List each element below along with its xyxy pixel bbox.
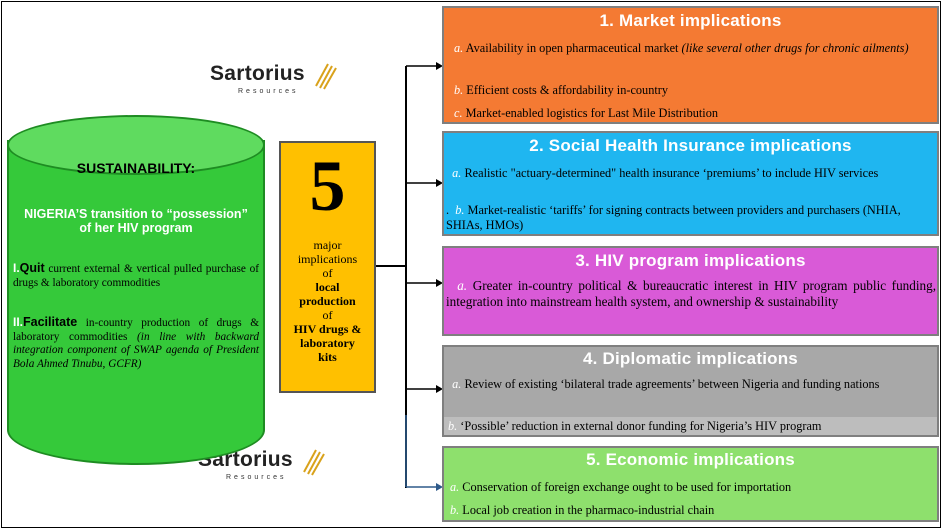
- caption-line: of: [322, 266, 333, 280]
- item-letter: a.: [454, 41, 464, 55]
- item-text: Local job creation in the pharmaco-indus…: [459, 503, 715, 517]
- item-number: I.: [13, 261, 20, 275]
- cylinder-title: SUSTAINABILITY:: [76, 160, 196, 176]
- box-item: a. Availability in open pharmaceutical m…: [454, 41, 934, 56]
- sartorius-logo-top: Sartorius Resources: [210, 60, 337, 102]
- box-title: 4. Diplomatic implications: [583, 349, 798, 368]
- five-implications-box: 5 major implications of local production…: [279, 141, 376, 393]
- item-letter: a.: [452, 377, 462, 391]
- box-item: a. Conservation of foreign exchange ough…: [450, 480, 936, 495]
- logo-mark-icon: [315, 63, 337, 90]
- item-text: Review of existing ‘bilateral trade agre…: [461, 377, 880, 391]
- item-number: II.: [13, 315, 24, 329]
- item-letter: b.: [455, 203, 465, 217]
- logo-subtext: Resources: [238, 88, 299, 95]
- box-title: 5. Economic implications: [586, 450, 795, 469]
- market-implications-box: 1. Market implications a. Availability i…: [442, 6, 939, 124]
- item-text: Availability in open pharmaceutical mark…: [463, 41, 682, 55]
- item-text: ‘Possible’ reduction in external donor f…: [457, 419, 822, 433]
- box-item: a. Review of existing ‘bilateral trade a…: [446, 377, 934, 392]
- item-italic-note: (like several other drugs for chronic ai…: [681, 41, 909, 55]
- hiv-program-box: 3. HIV program implications a. Greater i…: [442, 246, 939, 336]
- box-item: b. Efficient costs & affordability in-co…: [454, 83, 934, 98]
- item-text: Realistic "actuary-determined" health in…: [461, 166, 879, 180]
- cylinder-body: [7, 140, 265, 430]
- item-band: [444, 417, 937, 435]
- box-item: c. Market-enabled logistics for Last Mil…: [454, 106, 934, 121]
- box-title: 1. Market implications: [599, 11, 782, 30]
- economic-implications-box: 5. Economic implications a. Conservation…: [442, 446, 939, 522]
- item-text: current external & vertical pulled purch…: [13, 263, 259, 289]
- cylinder-item-facilitate: II.Facilitate in-country production of d…: [13, 315, 260, 371]
- item-italic-note: (in line with backward integration compo…: [13, 330, 260, 370]
- cylinder-subtitle: NIGERIA’S transition to “possession” of …: [24, 207, 248, 235]
- box-title: 3. HIV program implications: [575, 251, 806, 270]
- item-letter: a.: [452, 166, 462, 180]
- item-letter: b.: [448, 419, 458, 433]
- caption-bold-line: HIV drugs &: [293, 322, 362, 336]
- item-keyword: Facilitate: [23, 315, 78, 329]
- item-letter: c.: [454, 106, 463, 120]
- caption-bold-line: production: [299, 294, 356, 308]
- box-item: . b. Market-realistic ‘tariffs’ for sign…: [446, 203, 901, 232]
- connector-arrows: [405, 62, 443, 491]
- box-title: 2. Social Health Insurance implications: [529, 136, 852, 155]
- item-text: in-country production of drugs & laborat…: [13, 317, 259, 343]
- item-text: Conservation of foreign exchange ought t…: [459, 480, 792, 494]
- caption-bold-line: local: [315, 280, 340, 294]
- connector-trunk: [376, 265, 406, 267]
- box-item: b. Local job creation in the pharmaco-in…: [450, 503, 936, 518]
- caption-bold-line: kits: [318, 350, 337, 364]
- cylinder-top: [7, 115, 265, 175]
- caption-line: of: [322, 308, 333, 322]
- item-text: Market-realistic ‘tariffs’ for signing c…: [446, 203, 901, 232]
- item-text: Efficient costs & affordability in-count…: [463, 83, 669, 97]
- cylinder-item-quit: I.Quit current external & vertical pulle…: [13, 261, 259, 290]
- box-item: b. ‘Possible’ reduction in external dono…: [448, 419, 936, 434]
- logo-mark-icon: [303, 449, 325, 476]
- big-number: 5: [309, 146, 346, 226]
- item-text: Market-enabled logistics for Last Mile D…: [462, 106, 718, 120]
- caption-line: major: [313, 238, 342, 252]
- item-letter: a.: [450, 480, 460, 494]
- box-item: a. Realistic "actuary-determined" health…: [446, 166, 934, 181]
- center-caption: major implications of local production o…: [283, 238, 372, 364]
- caption-line: implications: [297, 252, 358, 266]
- item-letter: b.: [454, 83, 464, 97]
- logo-wordmark: Sartorius: [210, 62, 305, 85]
- box-item: a. Greater in-country political & bureau…: [446, 278, 936, 310]
- logo-subtext: Resources: [226, 474, 287, 481]
- diplomatic-implications-box: 4. Diplomatic implications a. Review of …: [442, 345, 939, 437]
- caption-bold-line: laboratory: [300, 336, 355, 350]
- item-letter: b.: [450, 503, 460, 517]
- item-keyword: Quit: [19, 261, 45, 275]
- item-text: Greater in-country political & bureaucra…: [446, 278, 937, 309]
- social-health-insurance-box: 2. Social Health Insurance implications …: [442, 131, 939, 236]
- connector-vertical: [405, 66, 407, 488]
- item-letter: a.: [457, 278, 468, 293]
